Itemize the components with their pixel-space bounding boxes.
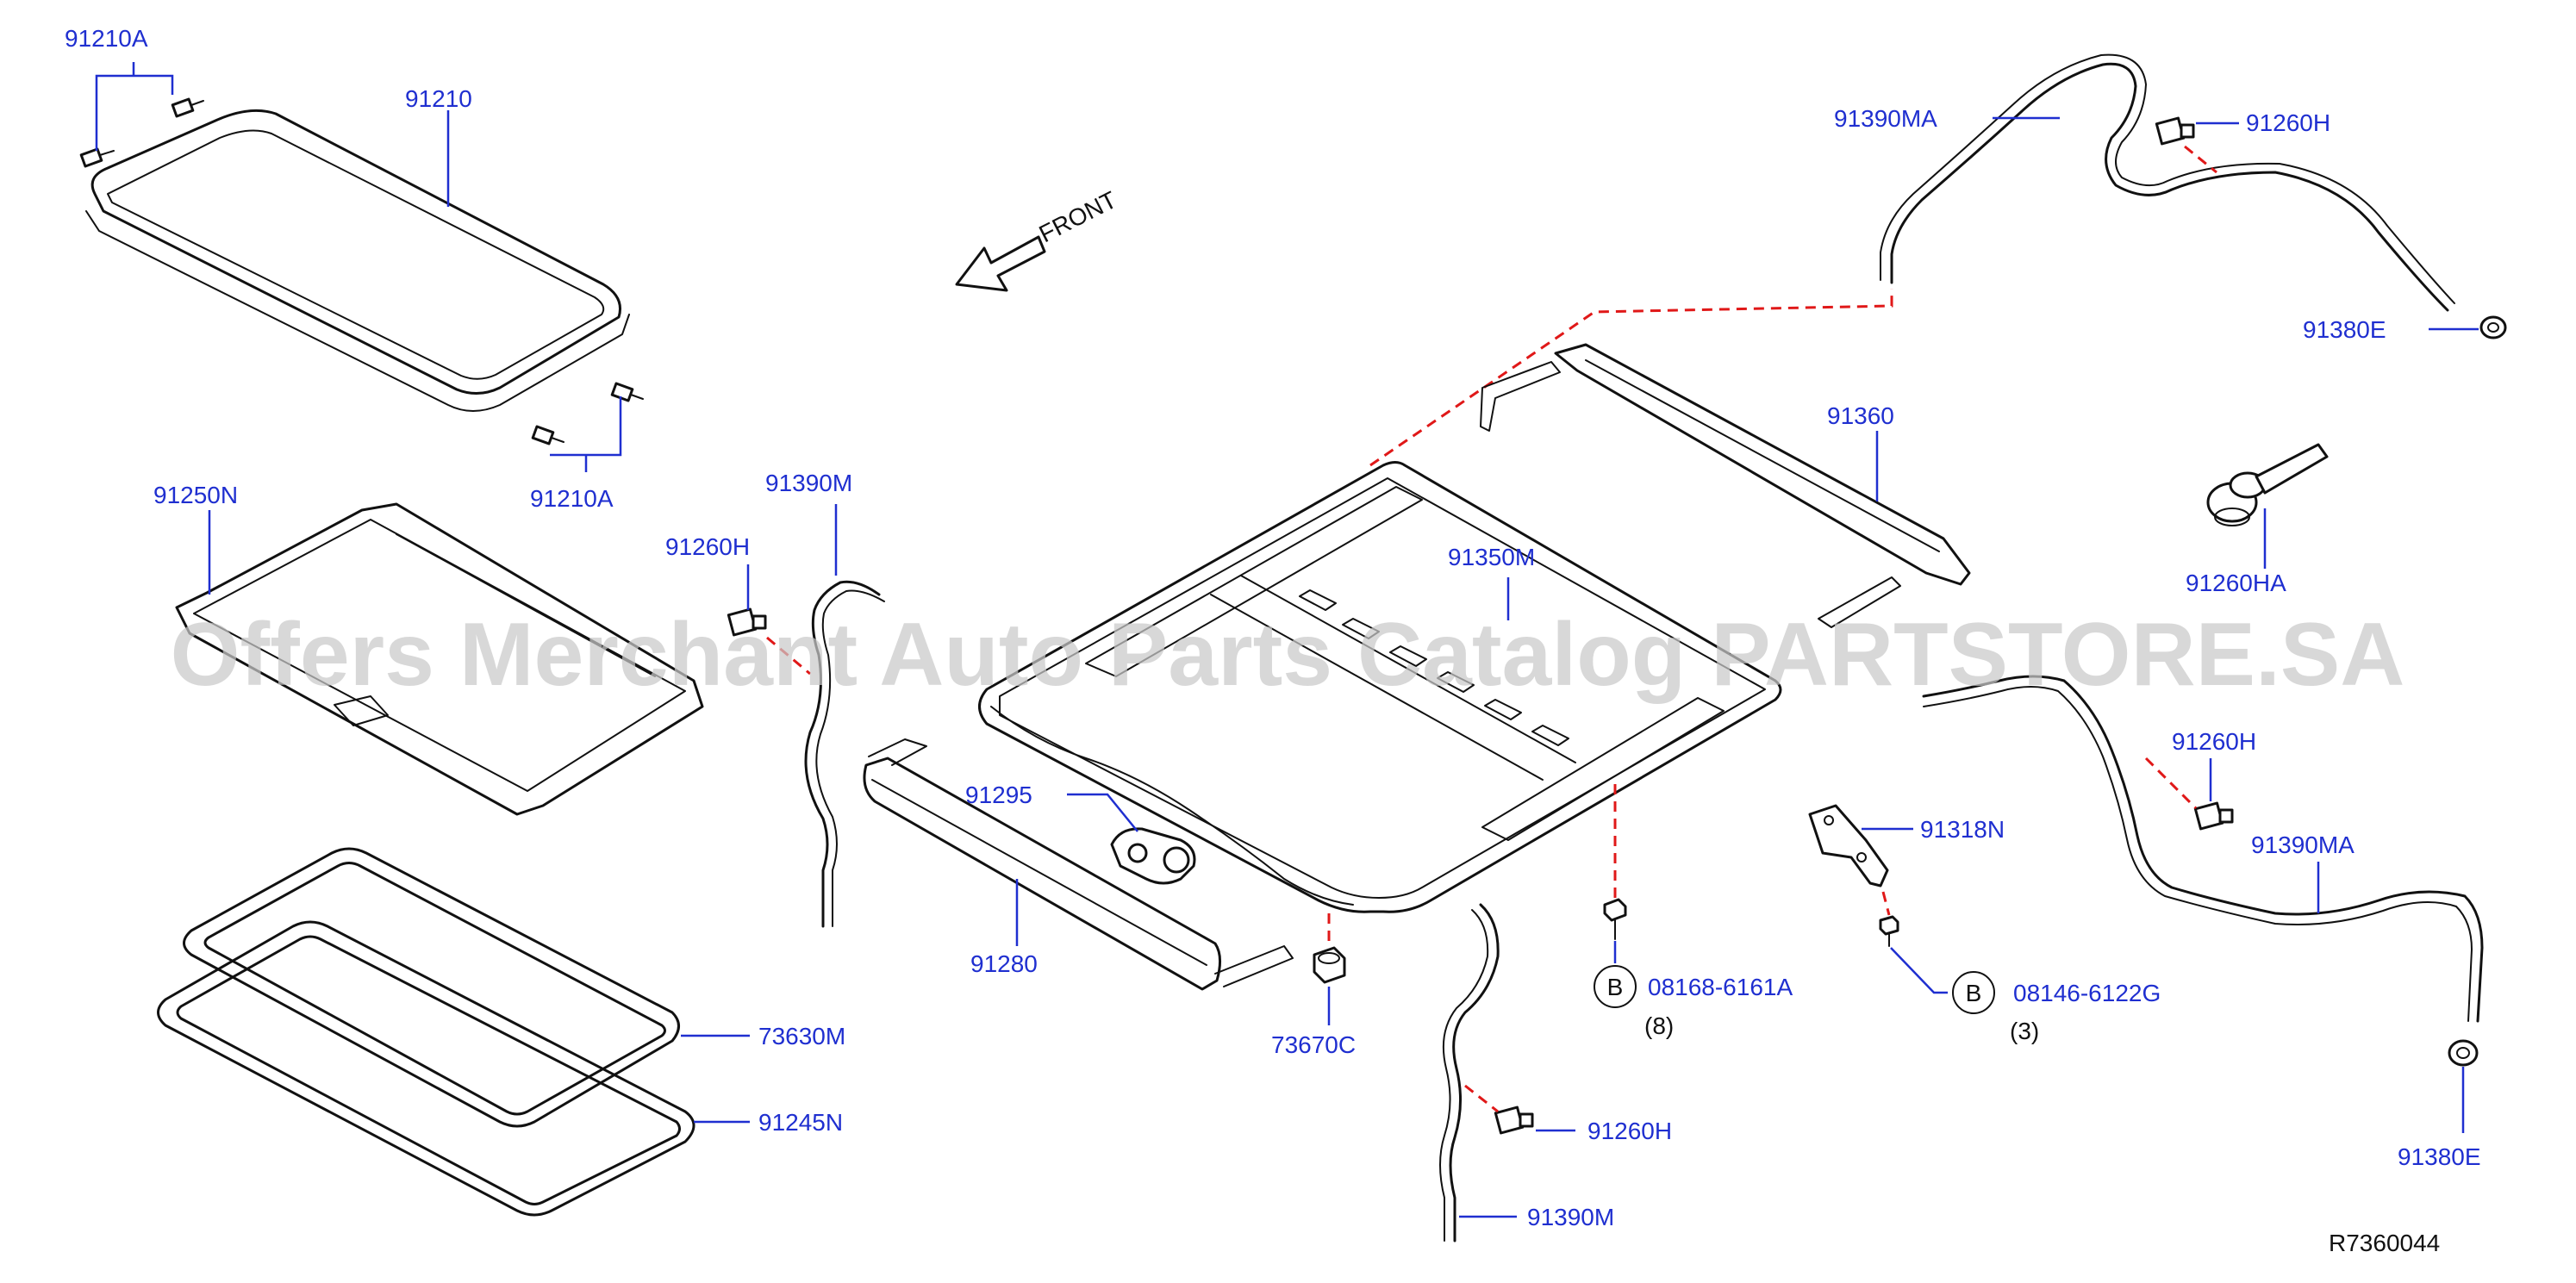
dash-frame-to-hose (1369, 289, 1893, 467)
drain-hose-91390MA-right (1922, 675, 2484, 1023)
dash-91260H-top (2184, 145, 2217, 174)
drain-hose-91390MA-top (1880, 53, 2455, 312)
bolt-91210A-bot-b (610, 382, 644, 402)
bolt-91210A-top-b (171, 97, 204, 118)
label-91260H-top: 91260H (2246, 109, 2330, 136)
label-91295: 91295 (965, 782, 1032, 808)
watermark: Offers Merchant Auto Parts Catalog PARTS… (171, 605, 2405, 705)
bolt-91210A-bot-a (531, 425, 564, 445)
circle-b-08168 (1594, 965, 1637, 1008)
label-08146-6122G: 08146-6122G (2013, 980, 2161, 1006)
screw-08168-6161A (1603, 898, 1627, 940)
label-91318N: 91318N (1920, 816, 2005, 843)
label-08146-qty: (3) (2010, 1018, 2039, 1044)
clip-91260H-left (727, 607, 767, 637)
clip-91260HA (2206, 443, 2329, 526)
leader-91210A-bot (550, 396, 622, 472)
nut-73670C (1313, 946, 1346, 984)
label-91390M-left: 91390M (765, 470, 852, 496)
label-91380E-top: 91380E (2303, 316, 2386, 343)
label-circle-b2: B (1966, 980, 1982, 1006)
glass-panel-91210 (85, 109, 630, 412)
dash-91260H-left (766, 636, 811, 676)
front-arrow-icon (955, 235, 1046, 292)
label-73670C: 73670C (1271, 1031, 1356, 1058)
motor-91295 (1110, 827, 1196, 885)
sunshade-91250N (175, 502, 704, 816)
label-08168-6161A: 08168-6161A (1648, 974, 1793, 1000)
label-91260H-left: 91260H (665, 533, 750, 560)
grommet-91380E-bottom (2448, 1039, 2479, 1067)
frame-91350M (978, 461, 1782, 913)
label-91260H-right: 91260H (2172, 728, 2256, 755)
label-91260HA: 91260HA (2186, 570, 2286, 596)
drain-hose-91390M-bottom (1439, 903, 1500, 1243)
label-91380E-bottom: 91380E (2398, 1143, 2481, 1170)
leader-08146 (1890, 947, 1948, 994)
label-91350M: 91350M (1448, 544, 1535, 570)
dash-91260H-bottom (1464, 1084, 1499, 1113)
label-91360: 91360 (1827, 402, 1894, 429)
grommet-91380E-top (2479, 315, 2507, 339)
label-91390M-bottom: 91390M (1527, 1204, 1614, 1230)
label-08168-qty: (8) (1644, 1012, 1674, 1039)
label-91390MA-top: 91390MA (1834, 105, 1937, 132)
circle-b-08146 (1952, 971, 1995, 1014)
label-91245N: 91245N (758, 1109, 843, 1136)
dash-08146 (1881, 891, 1891, 916)
deflector-91360 (1480, 343, 1971, 628)
clip-91260H-top (2155, 116, 2195, 146)
label-91280: 91280 (970, 950, 1038, 977)
label-front: FRONT (1035, 186, 1121, 247)
label-91250N: 91250N (153, 482, 238, 508)
label-91210A-top: 91210A (65, 25, 148, 52)
label-91210A-bot: 91210A (530, 485, 614, 512)
drain-hose-91390M-left (804, 580, 885, 928)
label-circle-b1: B (1607, 974, 1624, 1000)
label-73630M: 73630M (758, 1023, 845, 1049)
screw-08146-6122G (1879, 915, 1899, 947)
rail-91280 (863, 738, 1294, 991)
dash-91260H-right (2144, 757, 2198, 810)
seal-91245N (157, 920, 695, 1217)
bolt-91210A-top-a (79, 147, 115, 168)
seal-73630M (183, 847, 680, 1128)
label-91260H-bottom: 91260H (1587, 1118, 1672, 1144)
diagram-id: R7360044 (2329, 1230, 2440, 1256)
leader-91210A-top (95, 62, 174, 151)
clip-91260H-right (2193, 801, 2234, 831)
label-91390MA-right: 91390MA (2251, 831, 2355, 858)
label-91210: 91210 (405, 85, 472, 112)
clip-91260H-bottom (1494, 1105, 1534, 1135)
leader-91295 (1067, 793, 1138, 832)
bracket-91318N (1808, 804, 1889, 888)
